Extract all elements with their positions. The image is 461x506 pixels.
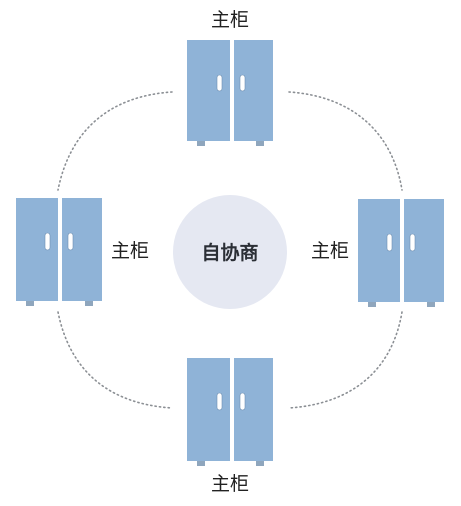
cabinet-right: 主柜: [311, 199, 444, 307]
cabinet-right-label: 主柜: [311, 240, 349, 262]
connector-ring: [57, 91, 403, 409]
connector-top-left: [57, 91, 173, 191]
cabinet-top-label: 主柜: [211, 9, 249, 31]
cabinet-icon: [16, 198, 102, 306]
cabinet-left: 主柜: [16, 198, 149, 306]
cabinet-icon: [187, 358, 273, 466]
connector-bottom-right: [288, 311, 403, 409]
connector-bottom-left: [57, 311, 173, 409]
cabinet-icon: [358, 199, 444, 307]
center-node: 自协商: [173, 195, 287, 309]
cabinet-left-label: 主柜: [111, 240, 149, 262]
cabinet-bottom-label: 主柜: [211, 473, 249, 495]
cabinet-icon: [187, 40, 273, 146]
connector-top-right: [288, 91, 403, 191]
center-label: 自协商: [201, 241, 258, 264]
cabinet-bottom: 主柜: [187, 358, 273, 495]
cabinet-top: 主柜: [187, 9, 273, 146]
center-circle: [173, 195, 287, 309]
